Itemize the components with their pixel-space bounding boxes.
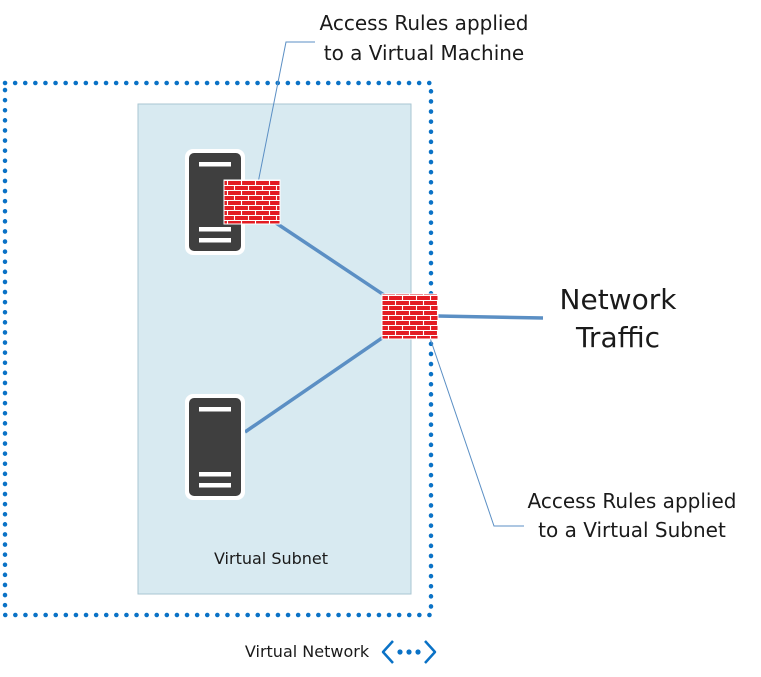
- server-icon: [185, 394, 245, 500]
- firewall-icon: [381, 293, 439, 340]
- connection-vm2-to-subnet-firewall: [244, 334, 386, 434]
- subnet-rules-label-line2: to a Virtual Subnet: [538, 518, 726, 542]
- virtual-network-boundary: [2, 80, 434, 618]
- connection-vm1-to-subnet-firewall: [269, 217, 391, 301]
- connection-network-traffic: [436, 314, 544, 320]
- network-traffic-label-line1: Network: [560, 283, 678, 316]
- virtual-subnet-label: Virtual Subnet: [214, 549, 328, 568]
- server-icon: [185, 149, 245, 255]
- vm-rules-label-line2: to a Virtual Machine: [324, 41, 524, 65]
- subnet-rules-label-line1: Access Rules applied: [528, 489, 737, 513]
- firewall-icon: [223, 179, 281, 225]
- virtual-subnet-box: [137, 103, 412, 595]
- vm-rules-label-line1: Access Rules applied: [320, 11, 529, 35]
- network-traffic-label-line2: Traffic: [575, 321, 660, 354]
- callout-line-subnet-rules: [427, 331, 524, 527]
- virtual-network-label: Virtual Network: [245, 642, 370, 661]
- virtual-network-icon: [381, 640, 437, 664]
- callout-line-vm-rules: [257, 41, 315, 184]
